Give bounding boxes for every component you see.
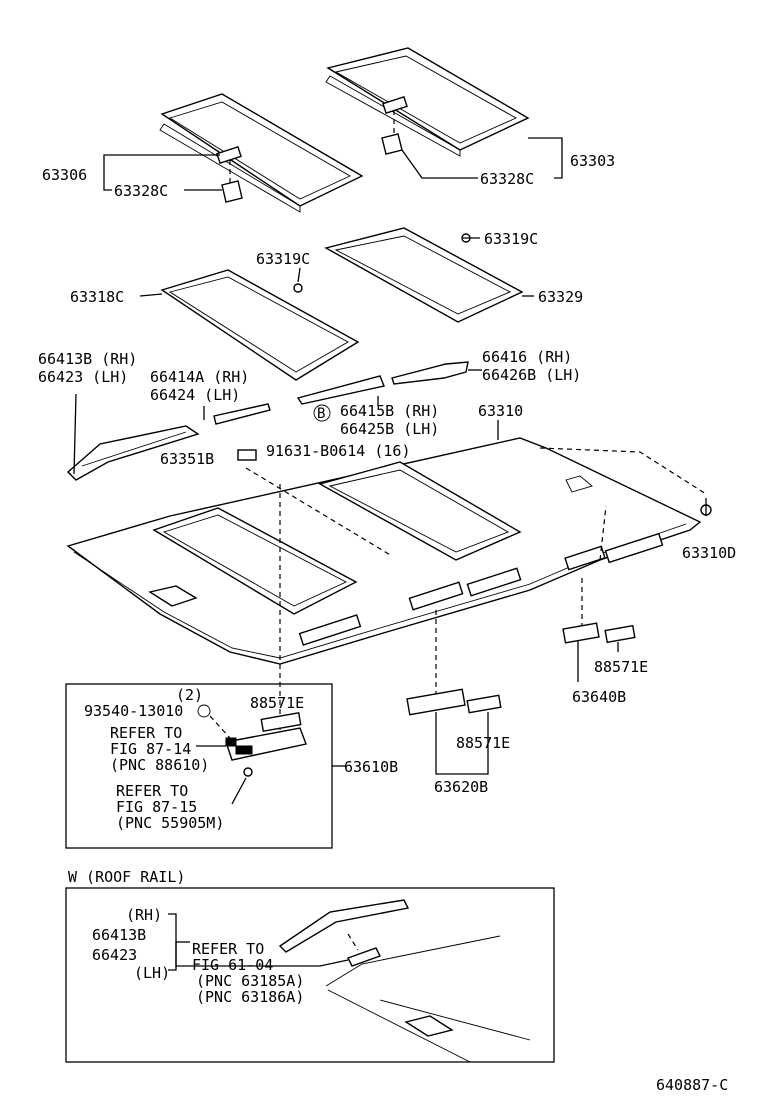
lens-88571e-mid[interactable] — [466, 694, 502, 714]
sunshade-right-63303[interactable] — [325, 47, 530, 157]
lens-88571e-right[interactable] — [604, 624, 636, 644]
label-inset-qty: (2) — [176, 686, 203, 704]
roof-rail-box — [65, 887, 555, 1063]
slot-mid-1 — [408, 581, 464, 611]
rail-label-lh: (LH) — [134, 964, 170, 982]
frame-63318c[interactable] — [160, 269, 360, 381]
label-63351b: 63351B — [160, 450, 214, 468]
label-63310: 63310 — [478, 402, 523, 420]
sunroof-opening-rear — [318, 461, 522, 561]
clip-63310d[interactable] — [700, 498, 712, 516]
screw-93540[interactable] — [197, 704, 211, 718]
trim-66415b[interactable] — [296, 375, 385, 405]
sunshade-left-63306[interactable] — [159, 93, 364, 213]
refer-3-line2[interactable]: FIG 61-04 — [192, 956, 273, 974]
refer-1-line3[interactable]: (PNC 88610) — [110, 756, 209, 774]
assist-grip-recess — [148, 585, 198, 607]
label-66424-lh: 66424 (LH) — [150, 386, 240, 404]
label-66416-rh: 66416 (RH) — [482, 348, 572, 366]
label-63620b: 63620B — [434, 778, 488, 796]
trim-66414a[interactable] — [213, 403, 271, 425]
trim-66413b[interactable] — [66, 425, 200, 481]
label-63610b: 63610B — [344, 758, 398, 776]
label-63640b: 63640B — [572, 688, 626, 706]
refer-3-line3[interactable]: (PNC 63185A) — [196, 972, 304, 990]
label-93540: 93540-13010 — [84, 702, 183, 720]
label-88571e-mid: 88571E — [456, 734, 510, 752]
rail-label-rh: (RH) — [126, 906, 162, 924]
plug-63319c-left[interactable] — [293, 283, 303, 293]
slot-front — [298, 614, 362, 646]
refer-2-line1[interactable]: REFER TO — [116, 782, 188, 800]
lamp-63620b[interactable] — [406, 688, 466, 716]
figure-code: 640887-C — [656, 1076, 728, 1094]
label-66425b-lh: 66425B (LH) — [340, 420, 439, 438]
pad-63351b[interactable] — [237, 449, 257, 461]
roof-rail-title: W (ROOF RAIL) — [68, 868, 185, 886]
label-63306: 63306 — [42, 166, 87, 184]
label-88571e-inset: 88571E — [250, 694, 304, 712]
clip-63328c-right[interactable] — [381, 110, 403, 155]
slot-rear-1 — [564, 545, 606, 571]
refer-1-line1[interactable]: REFER TO — [110, 724, 182, 742]
label-66426b-lh: 66426B (LH) — [482, 366, 581, 384]
label-88571e-right: 88571E — [594, 658, 648, 676]
refer-3-line1[interactable]: REFER TO — [192, 940, 264, 958]
label-63329: 63329 — [538, 288, 583, 306]
rail-label-66423: 66423 — [92, 946, 137, 964]
label-63328c-left: 63328C — [114, 182, 168, 200]
label-63303: 63303 — [570, 152, 615, 170]
circle-b-letter: B — [317, 406, 325, 422]
label-63318c: 63318C — [70, 288, 124, 306]
slot-mid-2 — [466, 567, 522, 597]
rail-trim-detail[interactable] — [278, 899, 410, 967]
refer-3-line4[interactable]: (PNC 63186A) — [196, 988, 304, 1006]
frame-63329[interactable] — [324, 227, 524, 323]
lamp-63640b[interactable] — [562, 622, 600, 644]
circle-b-marker — [313, 404, 331, 422]
label-66415b-rh: 66415B (RH) — [340, 402, 439, 420]
label-63328c-right: 63328C — [480, 170, 534, 188]
label-91631: 91631-B0614 (16) — [266, 442, 411, 460]
label-66413b-rh: 66413B (RH) — [38, 350, 137, 368]
slot-rear-2 — [604, 532, 664, 564]
refer-2-line3[interactable]: (PNC 55905M) — [116, 814, 224, 832]
sunroof-opening-front — [152, 507, 358, 615]
refer-2-line2[interactable]: FIG 87-15 — [116, 798, 197, 816]
label-66423-lh: 66423 (LH) — [38, 368, 128, 386]
label-63319c-right: 63319C — [484, 230, 538, 248]
label-66414a-rh: 66414A (RH) — [150, 368, 249, 386]
refer-1-line2[interactable]: FIG 87-14 — [110, 740, 191, 758]
rail-label-66413b: 66413B — [92, 926, 146, 944]
map-lamp-assembly[interactable] — [225, 711, 307, 761]
clip-63328c-left[interactable] — [221, 160, 243, 203]
label-63319c-left: 63319C — [256, 250, 310, 268]
trim-66416[interactable] — [391, 361, 469, 385]
label-63310d: 63310D — [682, 544, 736, 562]
